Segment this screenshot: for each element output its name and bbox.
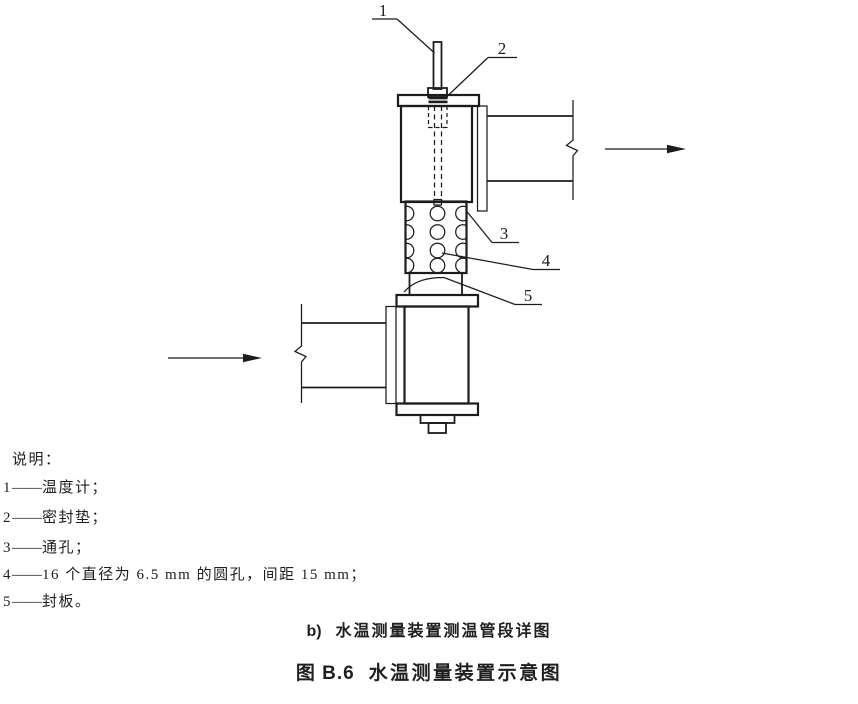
legend-item-5: 5——封板。 [3, 594, 92, 610]
flow-arrow-right [605, 144, 686, 154]
sub-caption-text: 水温测量装置测温管段详图 [335, 623, 552, 640]
thermometer-stem [432, 41, 443, 90]
pipe-break-symbol [565, 100, 579, 200]
flow-arrow-left [168, 353, 262, 363]
hole [406, 224, 415, 240]
hole [455, 224, 466, 240]
callout-2-label: 2 [498, 39, 507, 58]
hole [429, 242, 446, 259]
lower-top-flange [395, 293, 480, 308]
callout-5-label: 5 [524, 286, 533, 305]
inlet-connection-plate [385, 305, 397, 405]
hole [455, 257, 466, 273]
tube-neck [408, 273, 463, 295]
perforated-tube [404, 200, 468, 275]
lower-bottom-flange [395, 402, 480, 417]
pipe-break-symbol [293, 304, 307, 403]
callout-5: 5 [403, 276, 542, 306]
sub-caption-index: b) [306, 623, 322, 640]
drain-plug [419, 414, 456, 434]
arrowhead-icon [667, 144, 686, 154]
outlet-connection-plate [476, 105, 488, 212]
legend-item-3: 3——通孔； [3, 540, 92, 556]
hole [429, 257, 446, 273]
hole [429, 224, 446, 240]
legend-item-1: 1——温度计； [3, 480, 109, 496]
legend-title: 说明： [12, 452, 62, 468]
figure-number: 图 B.6 [295, 663, 355, 684]
hole [406, 205, 415, 222]
hole [406, 257, 415, 273]
hidden-well-dashed [427, 106, 448, 129]
callout-4: 4 [441, 251, 560, 271]
lower-body [403, 305, 470, 405]
callout-3: 3 [466, 210, 519, 244]
callout-3-label: 3 [500, 224, 509, 243]
outlet-pipe [487, 100, 579, 200]
figure-title-text: 水温测量装置示意图 [368, 663, 563, 684]
legend-item-2: 2——密封垫； [3, 510, 109, 526]
callout-2: 2 [447, 39, 517, 97]
arrowhead-icon [243, 353, 262, 363]
callout-1-label: 1 [379, 1, 388, 20]
legend-item-4: 4——16 个直径为 6.5 mm 的圆孔，间距 15 mm； [3, 567, 367, 583]
thermowell-centerline [433, 106, 443, 206]
callout-4-label: 4 [542, 251, 551, 270]
upper-body [399, 104, 474, 204]
hole [429, 205, 446, 222]
hole-pattern [406, 205, 466, 273]
callout-1: 1 [372, 1, 435, 54]
sub-caption: b) 水温测量装置测温管段详图 [0, 617, 858, 641]
inlet-pipe [293, 304, 386, 403]
hole [455, 205, 466, 222]
seal-gasket [428, 96, 448, 104]
figure-title: 图 B.6 水温测量装置示意图 [0, 658, 858, 685]
